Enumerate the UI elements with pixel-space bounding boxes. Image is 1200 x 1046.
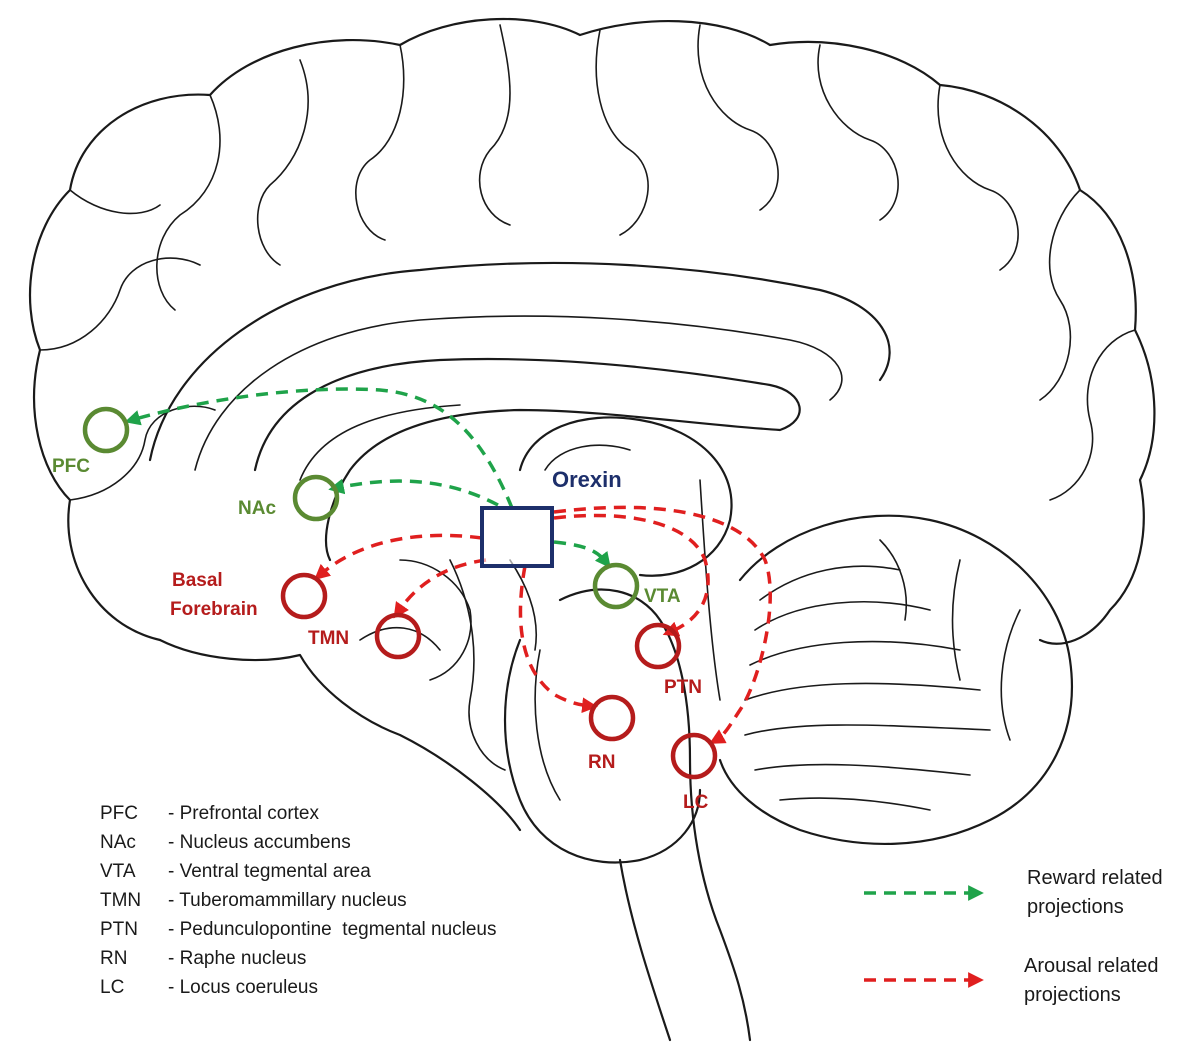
abbr-full: - Pedunculopontine tegmental nucleus [168, 919, 497, 940]
basal-forebrain-node [280, 572, 328, 620]
legend-reward-line2: projections [1027, 896, 1124, 918]
ptn-node [634, 622, 682, 670]
abbr-full: - Tuberomammillary nucleus [168, 890, 407, 911]
cerebellum [718, 514, 1073, 846]
cerebrum-outline [28, 17, 1156, 645]
arrow-orexin-to-vta [553, 540, 611, 569]
arrow-orexin-to-lc [553, 505, 772, 744]
legend-arousal-label: Arousal related projections [1024, 952, 1159, 1010]
legend-reward-label: Reward related projections [1027, 864, 1163, 922]
pfc-node [82, 406, 130, 454]
abbr-row: PFC - Prefrontal cortex [100, 799, 319, 828]
nac-node [292, 474, 340, 522]
vta-node [592, 562, 640, 610]
legend-arousal-line2: projections [1024, 984, 1121, 1006]
reward-projections [124, 387, 611, 569]
basal-forebrain-label-line2: Forebrain [170, 599, 258, 620]
arousal-projections [314, 505, 772, 744]
thalamus [518, 416, 733, 577]
orexin-label: Orexin [552, 467, 622, 492]
corpus-callosum [253, 357, 801, 562]
vta-label: VTA [644, 586, 681, 607]
abbr-row: VTA - Ventral tegmental area [100, 857, 371, 886]
abbr-code: VTA [100, 861, 136, 882]
rn-label: RN [588, 752, 615, 773]
tmn-label: TMN [308, 628, 349, 649]
abbr-full: - Ventral tegmental area [168, 861, 371, 882]
legend-reward-line1: Reward related [1027, 867, 1163, 889]
abbr-code: NAc [100, 832, 136, 853]
ptn-label: PTN [664, 677, 702, 698]
abbr-row: PTN - Pedunculopontine tegmental nucleus [100, 915, 497, 944]
arrow-orexin-to-rn [518, 565, 598, 714]
orexin-box [480, 506, 554, 568]
abbr-row: TMN - Tuberomammillary nucleus [100, 886, 407, 915]
tmn-node [374, 612, 422, 660]
abbr-full: - Prefrontal cortex [168, 803, 319, 824]
abbr-full: - Nucleus accumbens [168, 832, 351, 853]
abbr-full: - Locus coeruleus [168, 977, 318, 998]
temporal-base-outline [158, 638, 522, 832]
lc-node [670, 732, 718, 780]
abbr-row: RN - Raphe nucleus [100, 944, 306, 973]
abbr-row: NAc - Nucleus accumbens [100, 828, 351, 857]
arrow-orexin-to-pfc [124, 387, 514, 509]
arrow-orexin-to-ptn [553, 513, 710, 637]
arrow-orexin-to-basal-forebrain [314, 533, 483, 581]
abbr-code: LC [100, 977, 125, 998]
cingulate-gyrus [148, 261, 891, 462]
lc-label: LC [683, 792, 709, 813]
abbr-code: RN [100, 948, 128, 969]
arrow-orexin-to-nac [328, 478, 499, 507]
abbr-code: TMN [100, 890, 142, 911]
abbr-full: - Raphe nucleus [168, 948, 307, 969]
pfc-label: PFC [52, 456, 90, 477]
brain-outline [28, 17, 1156, 1042]
rn-node [588, 694, 636, 742]
abbr-code: PFC [100, 803, 138, 824]
abbr-code: PTN [100, 919, 138, 940]
brainstem [558, 588, 752, 1042]
abbr-row: LC - Locus coeruleus [100, 973, 318, 1002]
nac-label: NAc [238, 498, 276, 519]
basal-forebrain-label-line1: Basal [172, 570, 223, 591]
legend-arousal-line1: Arousal related [1024, 955, 1159, 977]
arrow-orexin-to-tmn [393, 558, 487, 619]
